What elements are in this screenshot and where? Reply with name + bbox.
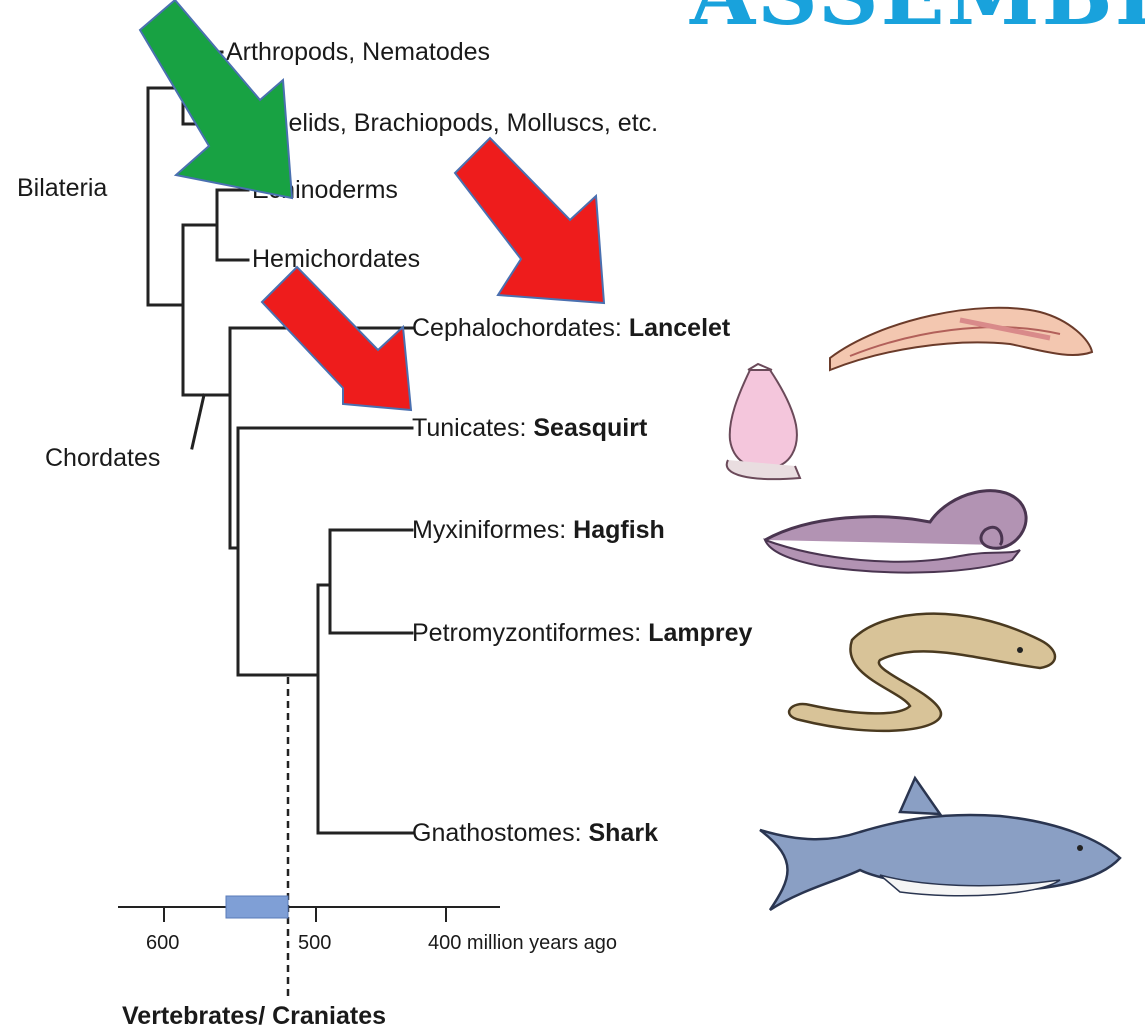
vertebrates-caption: Vertebrates/ Craniates — [122, 1002, 386, 1030]
chordates-label: Chordates — [45, 444, 160, 472]
banner-title: ASSEMBLE — [689, 0, 1145, 44]
lamprey-icon — [789, 614, 1055, 731]
tick-label: 400 million years ago — [428, 932, 617, 954]
taxon-label: Tunicates: Seasquirt — [412, 414, 648, 442]
taxon-label: Hemichordates — [252, 245, 420, 273]
taxon-label: Gnathostomes: Shark — [412, 819, 658, 847]
taxon-label: Arthropods, Nematodes — [226, 38, 490, 66]
arrow-red-tunicates — [262, 267, 411, 410]
gnathostome-branch — [318, 585, 412, 833]
taxon-label: Annelids, Brachiopods, Molluscs, etc. — [244, 109, 658, 137]
ambulacraria-clade — [217, 190, 248, 260]
shark-icon — [760, 778, 1120, 910]
seasquirt-icon — [727, 364, 800, 479]
taxon-label: Petromyzontiformes: Lamprey — [412, 619, 752, 647]
time-scale: 600 500 400 million years ago Vertebrate… — [118, 896, 617, 1030]
hagfish-icon — [765, 491, 1026, 573]
lancelet-icon — [830, 308, 1092, 370]
taxon-label: Cephalochordates: Lancelet — [412, 314, 731, 342]
tick-label: 600 — [146, 932, 179, 954]
time-band — [226, 896, 288, 918]
deuterostome-node — [183, 225, 230, 395]
tick-label: 500 — [298, 932, 331, 954]
olfactores-node — [230, 428, 412, 675]
taxon-label: Myxiniformes: Hagfish — [412, 516, 665, 544]
bilateria-label: Bilateria — [17, 174, 107, 202]
bilateria-node — [148, 88, 183, 305]
arrow-green — [140, 0, 292, 198]
cyclostome-clade — [318, 530, 412, 633]
arrow-red-lancelet — [455, 138, 604, 303]
chordates-pointer — [192, 395, 204, 448]
